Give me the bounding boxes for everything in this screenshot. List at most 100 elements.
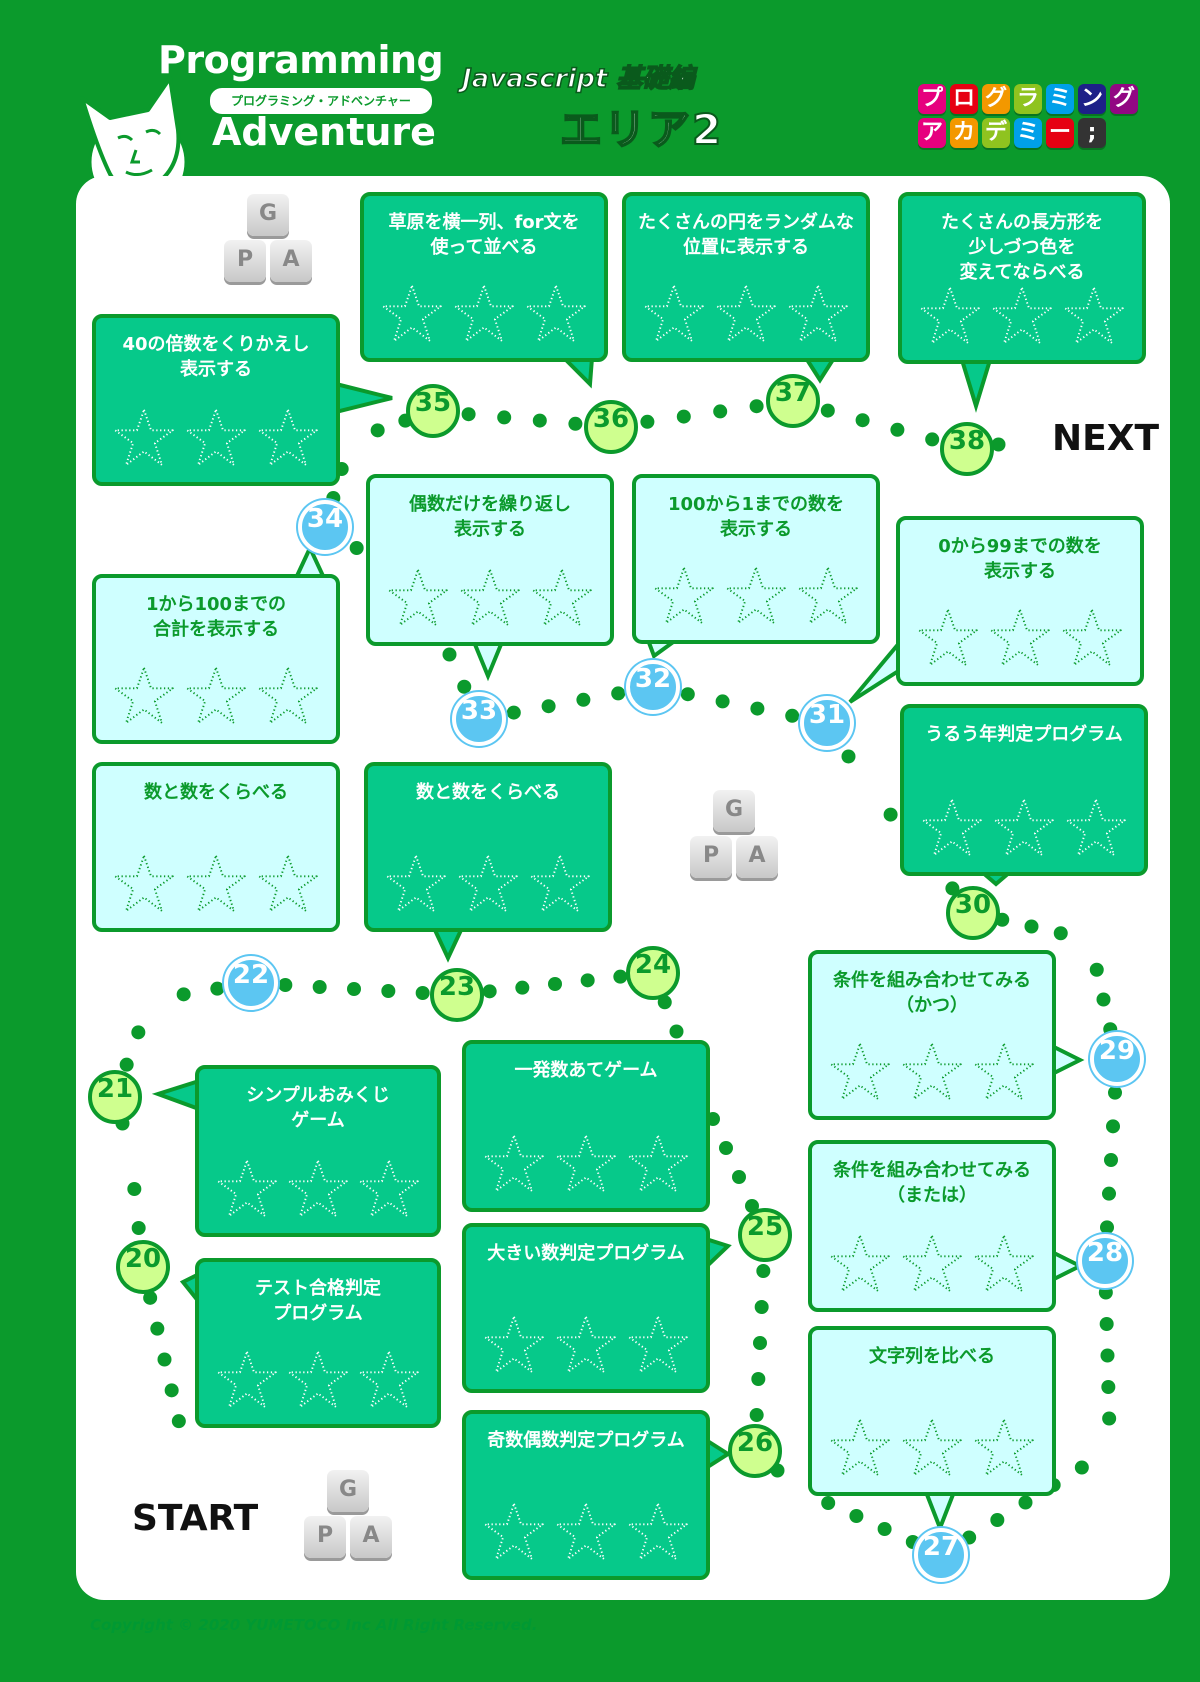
key-a: A xyxy=(350,1516,392,1558)
stage-card-title: 偶数だけを繰り返し 表示する xyxy=(409,494,571,540)
logo-letter: プ xyxy=(918,84,946,114)
stage-card-28[interactable]: 条件を組み合わせてみる （または） xyxy=(808,1140,1056,1312)
stage-node-22[interactable]: 22 xyxy=(224,956,278,1010)
stage-card-24[interactable]: 一発数あてゲーム xyxy=(462,1040,710,1212)
star-icon xyxy=(256,664,320,734)
stage-node-21[interactable]: 21 xyxy=(88,1070,142,1124)
key-p: P xyxy=(690,836,732,878)
stage-card-32[interactable]: 100から1までの数を 表示する xyxy=(632,474,880,644)
stage-stars xyxy=(466,1500,706,1570)
stage-node-38[interactable]: 38 xyxy=(940,422,994,476)
key-a: A xyxy=(736,836,778,878)
star-icon xyxy=(215,1157,279,1227)
stage-card-36[interactable]: 草原を横一列、for文を 使って並べる xyxy=(360,192,608,362)
start-label: START xyxy=(132,1498,259,1539)
gpa-keys-icon: G P A xyxy=(302,1470,394,1562)
stage-stars xyxy=(812,1232,1052,1302)
stage-stars xyxy=(199,1157,437,1227)
stage-node-29[interactable]: 29 xyxy=(1090,1032,1144,1086)
stage-stars xyxy=(370,566,610,636)
stage-card-20[interactable]: テスト合格判定 プログラム xyxy=(195,1258,441,1428)
key-p: P xyxy=(224,240,266,282)
stage-node-27[interactable]: 27 xyxy=(914,1528,968,1582)
logo-letter: ミ xyxy=(1014,118,1042,148)
stage-node-37[interactable]: 37 xyxy=(766,374,820,428)
stage-node-35[interactable]: 35 xyxy=(406,384,460,438)
stage-card-title: 奇数偶数判定プログラム xyxy=(487,1430,685,1451)
stage-card-33[interactable]: 偶数だけを繰り返し 表示する xyxy=(366,474,614,646)
star-icon xyxy=(482,1500,546,1570)
stage-node-31[interactable]: 31 xyxy=(800,696,854,750)
stage-card-37[interactable]: たくさんの円をランダムな 位置に表示する xyxy=(622,192,870,362)
stage-node-34[interactable]: 34 xyxy=(298,500,352,554)
logo-letter: グ xyxy=(1110,84,1138,114)
stage-card-31[interactable]: 0から99までの数を 表示する xyxy=(896,516,1144,686)
stage-card-23[interactable]: 数と数をくらべる xyxy=(364,762,612,932)
next-label[interactable]: NEXT xyxy=(1052,418,1160,459)
star-icon xyxy=(1060,606,1124,676)
star-icon xyxy=(828,1416,892,1486)
stage-node-26[interactable]: 26 xyxy=(728,1424,782,1478)
star-icon xyxy=(386,566,450,636)
stage-stars xyxy=(812,1040,1052,1110)
star-icon xyxy=(530,566,594,636)
stage-card-22[interactable]: 数と数をくらべる xyxy=(92,762,340,932)
stage-node-24[interactable]: 24 xyxy=(626,946,680,1000)
star-icon xyxy=(482,1313,546,1383)
star-icon xyxy=(384,852,448,922)
stage-card-29[interactable]: 条件を組み合わせてみる （かつ） xyxy=(808,950,1056,1120)
star-icon xyxy=(642,282,706,352)
stage-card-25[interactable]: 大きい数判定プログラム xyxy=(462,1223,710,1393)
stage-node-23[interactable]: 23 xyxy=(430,968,484,1022)
star-icon xyxy=(1064,796,1128,866)
star-icon xyxy=(992,796,1056,866)
star-icon xyxy=(256,852,320,922)
stage-card-34[interactable]: 1から100までの 合計を表示する xyxy=(92,574,340,744)
star-icon xyxy=(900,1040,964,1110)
star-icon xyxy=(920,796,984,866)
logo-letter: デ xyxy=(982,118,1010,148)
logo-letter: ン xyxy=(1078,84,1106,114)
star-icon xyxy=(626,1132,690,1202)
stage-node-20[interactable]: 20 xyxy=(116,1240,170,1294)
stage-card-title: うるう年判定プログラム xyxy=(925,724,1123,745)
stage-card-38[interactable]: たくさんの長方形を 少しづつ色を 変えてならべる xyxy=(898,192,1146,364)
stage-card-title: たくさんの長方形を 少しづつ色を 変えてならべる xyxy=(941,212,1103,283)
star-icon xyxy=(256,406,320,476)
star-icon xyxy=(786,282,850,352)
stage-stars xyxy=(364,282,604,352)
star-icon xyxy=(1062,284,1126,354)
logo-letter: ー xyxy=(1046,118,1074,148)
stage-card-title: テスト合格判定 プログラム xyxy=(255,1278,381,1324)
stage-card-35[interactable]: 40の倍数をくりかえし 表示する xyxy=(92,314,340,486)
star-icon xyxy=(215,1348,279,1418)
star-icon xyxy=(380,282,444,352)
star-icon xyxy=(456,852,520,922)
key-p: P xyxy=(304,1516,346,1558)
stage-card-title: 数と数をくらべる xyxy=(416,782,560,803)
stage-card-26[interactable]: 奇数偶数判定プログラム xyxy=(462,1410,710,1580)
stage-node-36[interactable]: 36 xyxy=(584,400,638,454)
stage-card-21[interactable]: シンプルおみくじ ゲーム xyxy=(195,1065,441,1237)
stage-stars xyxy=(96,664,336,734)
stage-node-28[interactable]: 28 xyxy=(1078,1234,1132,1288)
star-icon xyxy=(626,1313,690,1383)
star-icon xyxy=(286,1348,350,1418)
stage-stars xyxy=(466,1132,706,1202)
stage-node-33[interactable]: 33 xyxy=(452,692,506,746)
stage-card-title: 大きい数判定プログラム xyxy=(487,1243,685,1264)
star-icon xyxy=(184,664,248,734)
stage-stars xyxy=(466,1313,706,1383)
star-icon xyxy=(357,1348,421,1418)
stage-card-title: 40の倍数をくりかえし 表示する xyxy=(122,334,310,380)
stage-node-25[interactable]: 25 xyxy=(738,1208,792,1262)
stage-card-title: 一発数あてゲーム xyxy=(514,1060,658,1081)
stage-card-30[interactable]: うるう年判定プログラム xyxy=(900,704,1148,876)
star-icon xyxy=(626,1500,690,1570)
stage-node-30[interactable]: 30 xyxy=(946,886,1000,940)
stage-node-32[interactable]: 32 xyxy=(626,660,680,714)
logo-letter: グ xyxy=(982,84,1010,114)
star-icon xyxy=(554,1313,618,1383)
star-icon xyxy=(652,564,716,634)
stage-card-27[interactable]: 文字列を比べる xyxy=(808,1326,1056,1496)
